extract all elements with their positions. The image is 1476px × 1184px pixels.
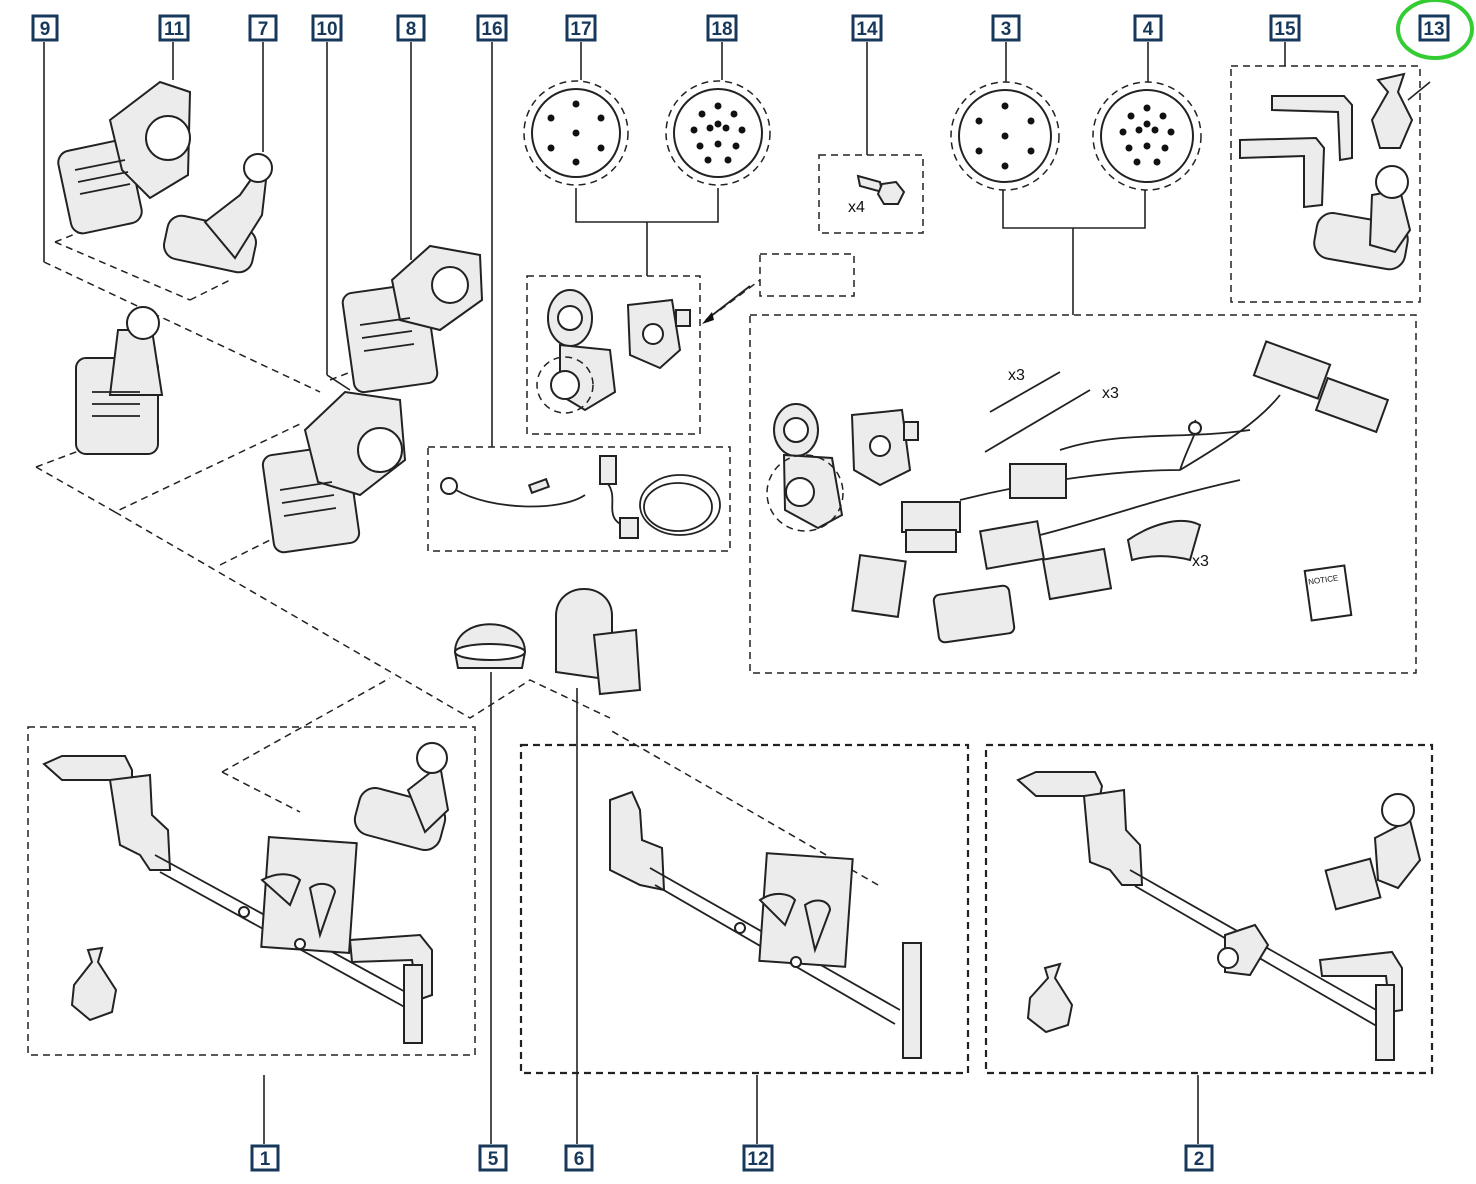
part-18-socket-13-pin bbox=[665, 80, 771, 186]
svg-text:9: 9 bbox=[40, 19, 51, 40]
part-11-tow-hitch bbox=[57, 80, 192, 235]
group-box-14 bbox=[818, 154, 924, 234]
callout-3: 3 bbox=[991, 14, 1021, 42]
leader-lines bbox=[43, 42, 1431, 1144]
callout-1: 1 bbox=[250, 1144, 280, 1172]
group-box-16 bbox=[427, 446, 731, 552]
electrical-kit-components: x3 x3 x3 NOTICE bbox=[766, 340, 1390, 644]
manual-label: NOTICE bbox=[1308, 573, 1339, 586]
svg-text:6: 6 bbox=[574, 1149, 585, 1170]
qty-pins-a: x3 bbox=[1008, 367, 1025, 384]
group-box-17-18 bbox=[526, 275, 701, 435]
part-7-tow-ball bbox=[163, 153, 273, 274]
part-15-brackets-and-ball bbox=[1239, 72, 1414, 271]
group-box-12 bbox=[519, 743, 970, 1075]
callout-8: 8 bbox=[396, 14, 426, 42]
svg-text:7: 7 bbox=[258, 19, 269, 40]
socket-assembly-small bbox=[536, 285, 751, 414]
group-box-3-4 bbox=[749, 314, 1417, 674]
part-17-socket-7-pin bbox=[523, 80, 629, 186]
svg-text:2: 2 bbox=[1194, 1149, 1205, 1170]
qty-pads: x3 bbox=[1192, 553, 1209, 570]
part-16-wiring-kit bbox=[440, 455, 721, 539]
svg-text:10: 10 bbox=[316, 19, 337, 40]
part-5-cap bbox=[453, 623, 527, 669]
group-box-small-arrow bbox=[759, 253, 855, 297]
part-9-tow-ball bbox=[75, 306, 164, 455]
callout-12: 12 bbox=[742, 1144, 774, 1172]
svg-text:5: 5 bbox=[488, 1149, 499, 1170]
svg-text:4: 4 bbox=[1143, 19, 1154, 40]
callout-4: 4 bbox=[1133, 14, 1163, 42]
highlight-circle bbox=[1396, 0, 1474, 60]
part-1-tow-bar-assembly bbox=[42, 742, 450, 1044]
svg-text:3: 3 bbox=[1001, 19, 1012, 40]
group-box-15 bbox=[1230, 65, 1421, 303]
part-2-tow-bar-assembly bbox=[1016, 771, 1422, 1061]
callout-13: 13 bbox=[1418, 14, 1450, 42]
svg-text:16: 16 bbox=[481, 19, 502, 40]
part-12-tow-bar-assembly bbox=[609, 790, 922, 1059]
svg-text:17: 17 bbox=[570, 19, 591, 40]
callout-11: 11 bbox=[158, 14, 190, 42]
svg-text:8: 8 bbox=[406, 19, 417, 40]
part-4-socket-13-pin bbox=[1092, 81, 1202, 191]
callout-18: 18 bbox=[706, 14, 738, 42]
svg-text:14: 14 bbox=[856, 19, 878, 40]
svg-text:18: 18 bbox=[711, 19, 732, 40]
callout-17: 17 bbox=[565, 14, 597, 42]
callout-16: 16 bbox=[476, 14, 508, 42]
svg-text:12: 12 bbox=[747, 1149, 768, 1170]
callout-6: 6 bbox=[564, 1144, 594, 1172]
svg-text:15: 15 bbox=[1274, 19, 1296, 40]
group-box-2 bbox=[984, 743, 1434, 1075]
part-8-hitch bbox=[341, 244, 484, 394]
group-box-1 bbox=[27, 726, 476, 1056]
part-10-hitch bbox=[261, 390, 407, 554]
callout-14: 14 bbox=[851, 14, 883, 42]
qty-pins-b: x3 bbox=[1102, 385, 1119, 402]
svg-text:13: 13 bbox=[1423, 19, 1444, 40]
svg-text:1: 1 bbox=[260, 1149, 271, 1170]
callout-15: 15 bbox=[1269, 14, 1301, 42]
qty-bolts: x4 bbox=[848, 199, 865, 216]
part-3-socket-7-pin bbox=[950, 81, 1060, 191]
part-6-cover bbox=[555, 588, 642, 696]
callout-10: 10 bbox=[311, 14, 343, 42]
callout-5: 5 bbox=[478, 1144, 508, 1172]
svg-text:11: 11 bbox=[164, 19, 185, 40]
callout-2: 2 bbox=[1184, 1144, 1214, 1172]
part-14-bolts: x4 bbox=[848, 174, 906, 216]
callout-9: 9 bbox=[31, 14, 59, 42]
callout-7: 7 bbox=[248, 14, 278, 42]
